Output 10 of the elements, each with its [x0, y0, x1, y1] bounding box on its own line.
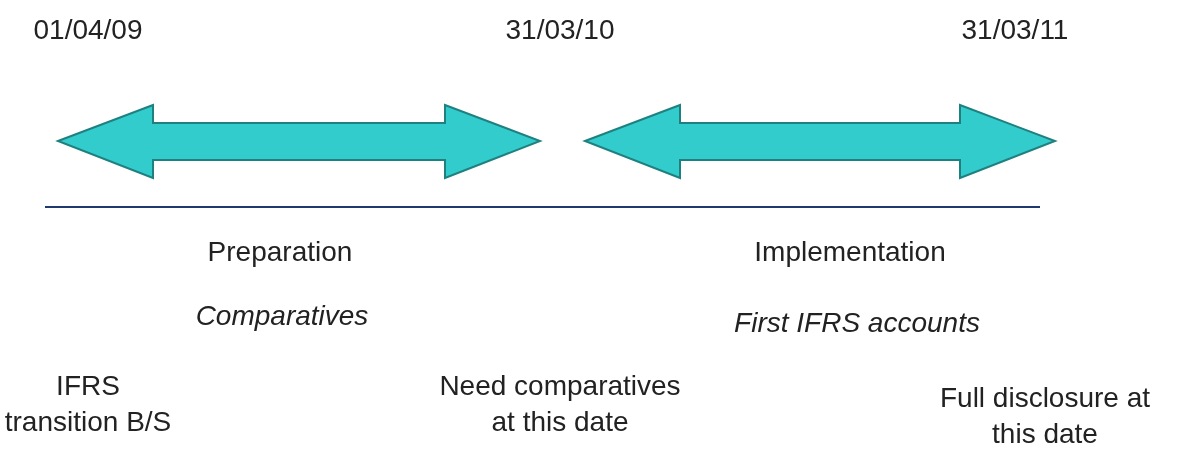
note-text: IFRS transition B/S [4, 370, 172, 437]
note-text: First IFRS accounts [734, 307, 980, 338]
note-text: Comparatives [195, 300, 369, 331]
phase-label: Preparation [207, 236, 353, 267]
phase-label: Implementation [754, 236, 946, 267]
date-label: 31/03/11 [961, 14, 1069, 45]
date-label: 01/04/09 [33, 14, 143, 45]
note-text: Full disclosure at this date [939, 382, 1151, 449]
date-label: 31/03/10 [505, 14, 615, 45]
note-text: Need comparatives at this date [439, 370, 681, 437]
